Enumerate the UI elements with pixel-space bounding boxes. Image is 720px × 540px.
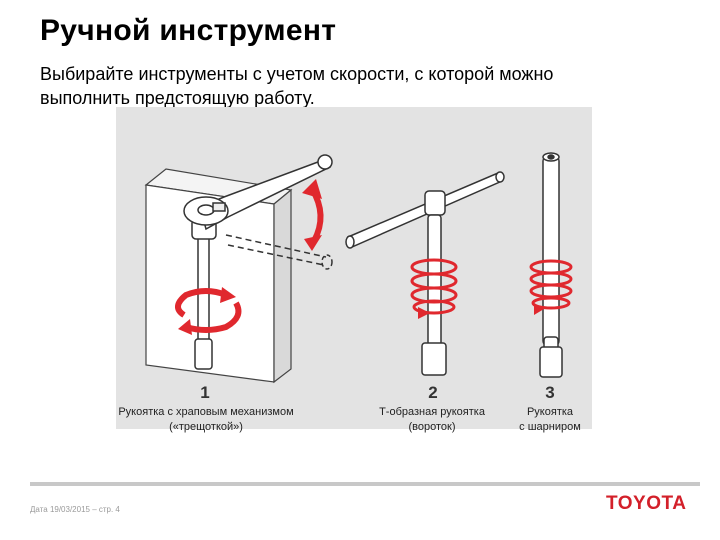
tool-caption-1-line1: Рукоятка с храповым механизмом bbox=[118, 406, 294, 418]
ratchet-rotation-arrow bbox=[175, 287, 242, 335]
tool-caption-3-line2: с шарниром bbox=[519, 421, 581, 433]
tool-number-3: 3 bbox=[545, 383, 555, 402]
tools-drawing bbox=[144, 152, 573, 384]
footer-divider bbox=[30, 482, 700, 486]
tools-illustration: 1 2 3 Рукоятка с храповым механизмом («т… bbox=[116, 107, 592, 433]
tool-number-2: 2 bbox=[428, 383, 438, 402]
tool-caption-3: Рукоятка с шарниром bbox=[512, 405, 588, 435]
tool-caption-2-line1: Т-образная рукоятка bbox=[379, 406, 485, 418]
tool-number-1: 1 bbox=[200, 383, 210, 402]
hinge-handle-spin-arrow bbox=[529, 259, 573, 315]
t-handle-spin-arrow bbox=[410, 258, 458, 319]
ratchet-swing-arrow bbox=[302, 179, 324, 251]
tool-caption-3-line1: Рукоятка bbox=[526, 406, 574, 418]
page-subtitle: Выбирайте инструменты с учетом скорости,… bbox=[40, 64, 554, 108]
tool-caption-1-line2: («трещоткой») bbox=[169, 421, 243, 433]
tool-caption-2: Т-образная рукоятка (вороток) bbox=[372, 405, 492, 435]
tool-caption-1: Рукоятка с храповым механизмом («трещотк… bbox=[111, 405, 301, 435]
ratchet-tool bbox=[183, 154, 333, 370]
page-title: Ручной инструмент bbox=[40, 14, 337, 47]
tool-caption-2-line2: (вороток) bbox=[408, 421, 456, 433]
hinge-handle-tool bbox=[539, 152, 563, 378]
footer-date-page: Дата 19/03/2015 – стр. 4 bbox=[30, 505, 120, 514]
toyota-logo: TOYOTA bbox=[606, 493, 687, 514]
